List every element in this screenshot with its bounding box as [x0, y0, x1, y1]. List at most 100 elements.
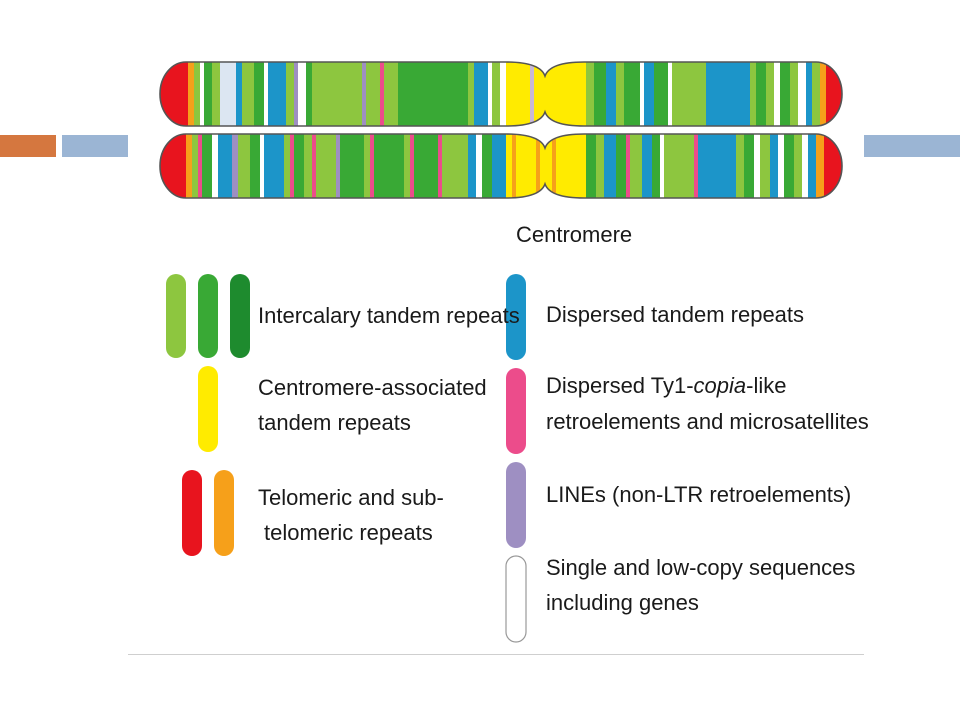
chromatid-top-band: [806, 62, 812, 126]
chromatid-top-band: [780, 62, 790, 126]
chromatid-top-band: [236, 62, 242, 126]
chromatid-top-band: [750, 62, 756, 126]
chromatid-top-band: [506, 62, 586, 126]
chromatid-bottom-band: [824, 134, 842, 198]
swatch-dispersed-blue: [506, 274, 526, 360]
legend-ty1-pre: Dispersed Ty1-: [546, 373, 694, 398]
legend-intercalary: Intercalary tandem repeats: [258, 303, 520, 328]
chromatid-top-band: [706, 62, 750, 126]
chromatid-top-band: [812, 62, 820, 126]
legend-ty1-line1: Dispersed Ty1-copia-like: [546, 369, 786, 403]
chromatid-bottom-band: [312, 134, 316, 198]
chromatid-bottom-band: [212, 134, 218, 198]
chromatid-bottom-band: [238, 134, 250, 198]
chromatid-top-band: [188, 62, 194, 126]
chromatid-top-band: [212, 62, 220, 126]
chromatid-bottom-band: [250, 134, 260, 198]
chromatid-top-band: [366, 62, 380, 126]
chromatid-top-band: [362, 62, 366, 126]
swatch-intercalary-dark: [230, 274, 250, 358]
chromatid-bottom-band: [202, 134, 212, 198]
chromatid-bottom-band: [760, 134, 770, 198]
chromatid-bottom-band: [198, 134, 202, 198]
chromatid-top-band: [790, 62, 798, 126]
chromatid-bottom-band: [482, 134, 492, 198]
chromatid-top-band: [640, 62, 644, 126]
chromatid-top-band: [220, 62, 236, 126]
swatch-single-white: [505, 555, 527, 643]
swatch-intercalary-mid: [198, 274, 218, 358]
chromatid-bottom-band: [512, 134, 516, 198]
chromatid-bottom-band: [744, 134, 754, 198]
chromatid-bottom-band: [340, 134, 364, 198]
chromatid-top-band: [766, 62, 774, 126]
swatch-centromere-yellow: [198, 366, 218, 452]
swatch-telomeric-red: [182, 470, 202, 556]
chromatid-top-band: [668, 62, 672, 126]
chromatid-bottom-band: [374, 134, 404, 198]
chromatid-bottom-band: [698, 134, 736, 198]
accent-bar-blue-right: [864, 135, 960, 157]
legend-dispersed: Dispersed tandem repeats: [546, 302, 805, 327]
accent-bar-orange: [0, 135, 56, 157]
chromatid-top-band: [672, 62, 706, 126]
chromatid-bottom-band: [604, 134, 616, 198]
legend-swatches: [166, 274, 527, 643]
chromatid-bottom-band: [290, 134, 294, 198]
chromatid-top-band: [204, 62, 212, 126]
chromatid-bottom-band: [414, 134, 438, 198]
chromatid-bottom-band: [652, 134, 660, 198]
chromatid-top-band: [606, 62, 616, 126]
chromatid-bottom-band: [694, 134, 698, 198]
chromatid-bottom-band: [232, 134, 238, 198]
chromatid-top-band: [380, 62, 384, 126]
swatch-line-purple: [506, 462, 526, 548]
chromatid-top-band: [306, 62, 312, 126]
chromatid-bottom-band: [536, 134, 540, 198]
chromatid-bottom-outline: [159, 133, 843, 199]
chromatid-top-band: [286, 62, 294, 126]
chromatid-bottom-band: [468, 134, 476, 198]
chromatid-top-band: [654, 62, 668, 126]
chromatid-bottom-band: [770, 134, 778, 198]
legend-telomeric-line2: telomeric repeats: [264, 520, 433, 545]
chromatid-bottom-band: [784, 134, 794, 198]
chromatid-top-band: [298, 62, 306, 126]
chromatid-bottom-band: [336, 134, 340, 198]
chromatid-bottom-band: [370, 134, 374, 198]
legend-lines: LINEs (non-LTR retroelements): [546, 482, 852, 507]
chromatid-top-band: [644, 62, 654, 126]
chromatid-bottom-band: [404, 134, 410, 198]
chromatid-bottom-band: [616, 134, 626, 198]
chromatid-top-band: [468, 62, 474, 126]
chromatid-top-outline: [159, 61, 843, 127]
chromatid-bottom-band: [802, 134, 808, 198]
chromatid-bottom-band: [186, 134, 192, 198]
figure-bottom-rule: [128, 654, 864, 655]
chromatid-bottom-band: [642, 134, 652, 198]
chromatid-bottom-band: [304, 134, 312, 198]
chromatid-bottom-band: [160, 134, 186, 198]
chromatid-bottom-band: [660, 134, 664, 198]
chromatid-top-band: [268, 62, 286, 126]
chromatid-bottom-band: [410, 134, 414, 198]
legend-telomeric-line1: Telomeric and sub-: [258, 485, 444, 510]
chromatid-top-band: [624, 62, 640, 126]
swatch-ty1-pink: [506, 368, 526, 454]
chromatid-bottom-band: [736, 134, 744, 198]
chromatid-top-band: [384, 62, 398, 126]
chromatid-top-band: [488, 62, 492, 126]
chromatid-bottom-band: [438, 134, 442, 198]
legend-centromere-line1: Centromere-associated: [258, 375, 487, 400]
chromatid-bottom-band: [294, 134, 304, 198]
chromatid-top-band: [242, 62, 254, 126]
chromatid-top-band: [254, 62, 264, 126]
chromatid-bottom-band: [218, 134, 232, 198]
chromatid-bottom-band: [664, 134, 694, 198]
chromatid-bottom-band: [476, 134, 482, 198]
chromatid-top-band: [264, 62, 268, 126]
chromatid-top-band: [474, 62, 488, 126]
chromatid-top: [160, 62, 842, 126]
swatch-intercalary-light: [166, 274, 186, 358]
